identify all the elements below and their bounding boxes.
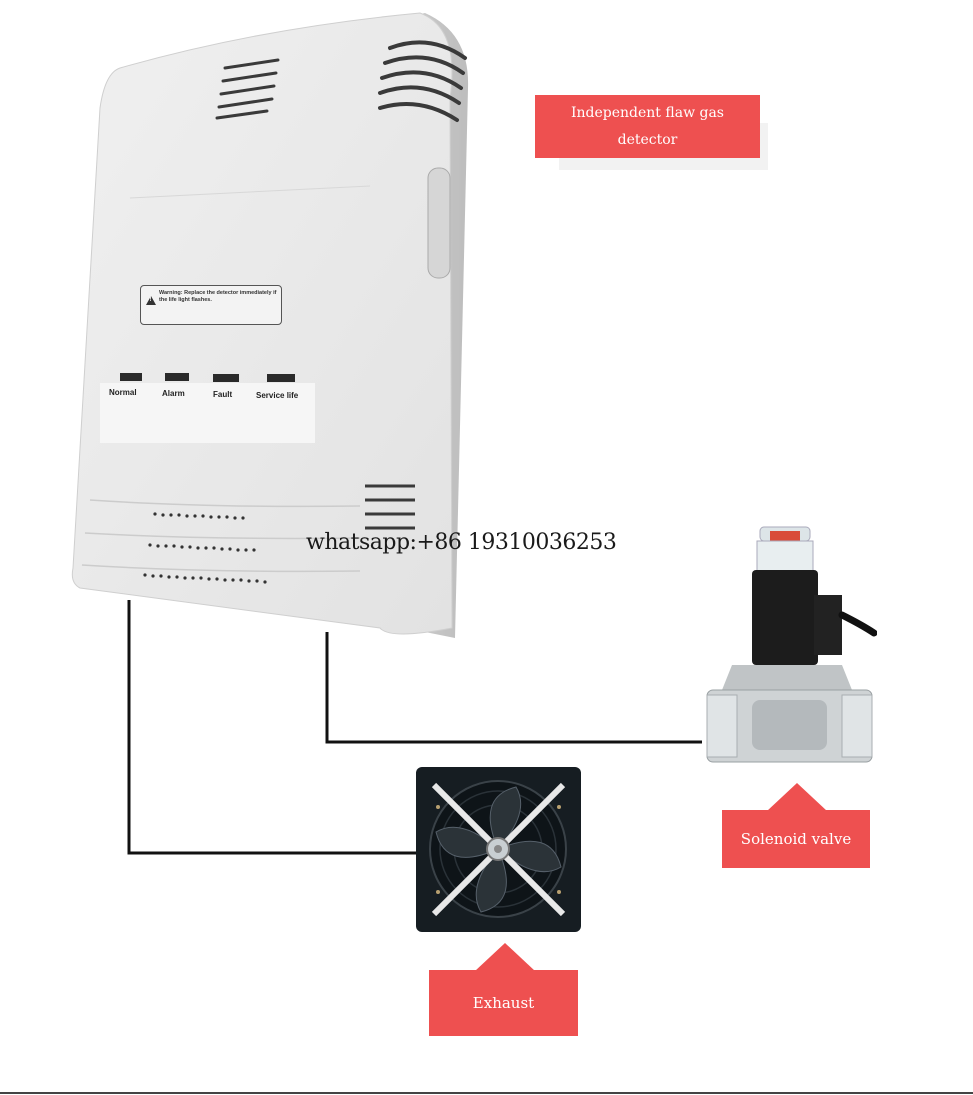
callout-detector-line1: Independent flaw gas: [571, 100, 724, 127]
warning-icon: [146, 296, 156, 305]
callout-valve-label: Solenoid valve: [741, 830, 851, 848]
callout-detector: Independent flaw gas detector: [535, 95, 760, 158]
callout-fan-label: Exhaust: [473, 994, 534, 1012]
indicator-label-service-life: Service life: [256, 391, 298, 400]
callout-fan: Exhaust: [429, 970, 578, 1036]
indicator-label-fault: Fault: [213, 390, 232, 399]
callout-valve: Solenoid valve: [722, 810, 870, 868]
watermark-contact: whatsapp:+86 19310036253: [306, 530, 616, 555]
led-alarm: [165, 373, 189, 381]
warning-text: Warning: Replace the detector immediatel…: [159, 290, 276, 303]
wire-detector-to-valve: [327, 632, 702, 742]
exhaust-fan: [416, 767, 581, 932]
indicator-label-alarm: Alarm: [162, 389, 185, 398]
bottom-divider: [0, 1092, 973, 1094]
arrow-valve: [767, 783, 827, 811]
solenoid-valve: [702, 525, 877, 770]
warning-label: Warning: Replace the detector immediatel…: [140, 285, 282, 325]
led-normal: [120, 373, 142, 381]
indicator-label-normal: Normal: [109, 388, 137, 397]
led-service-life: [267, 374, 295, 382]
callout-detector-line2: detector: [618, 127, 678, 154]
led-fault: [213, 374, 239, 382]
arrow-fan: [475, 943, 535, 971]
